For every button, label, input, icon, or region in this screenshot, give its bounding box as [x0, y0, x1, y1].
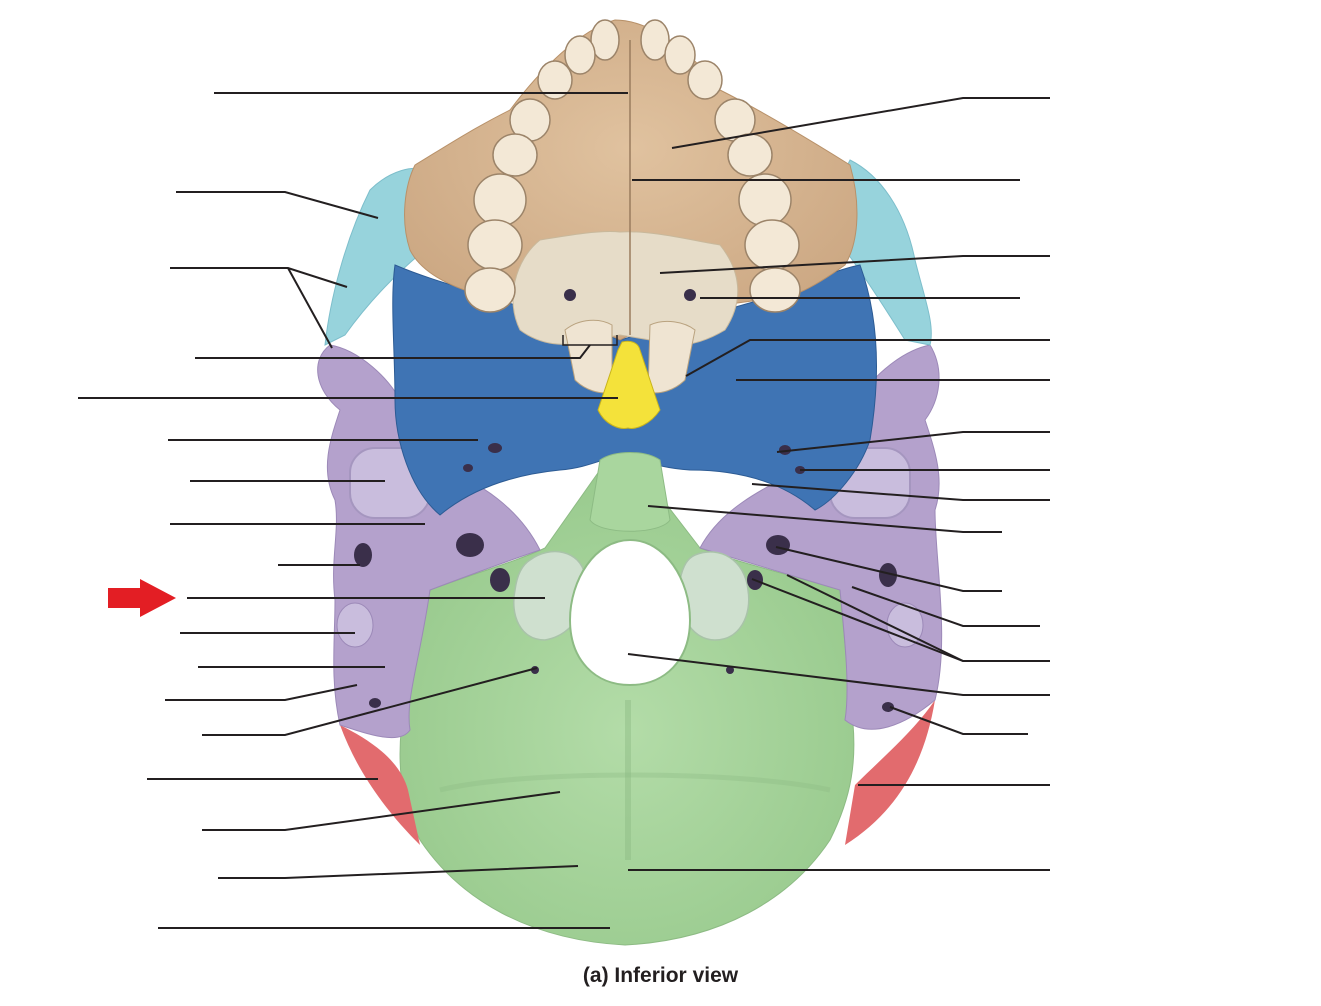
left-maxillary-teeth: [464, 19, 620, 313]
figure-caption: (a) Inferior view: [582, 964, 739, 987]
choana-bracket: [562, 335, 618, 346]
leader-line-right-13b: [786, 574, 964, 662]
leader-line-right-7: [776, 431, 1050, 453]
leader-line-left-4: [195, 344, 591, 359]
leader-line-left-3b: [287, 267, 333, 349]
right-choana: [647, 320, 696, 394]
leader-line-right-10: [647, 505, 1002, 533]
leader-line-right-15: [889, 706, 1028, 735]
basilar-occipital: [589, 452, 671, 532]
left-occipital-condyle: [513, 550, 587, 641]
right-occipital-condyle: [678, 551, 750, 641]
left-mastoid-process: [336, 602, 374, 648]
leader-line-left-17: [218, 865, 579, 879]
leader-line-left-14: [202, 667, 538, 736]
palatine-bones: [512, 231, 739, 346]
leader-line-right-9: [751, 483, 1050, 501]
right-leader-lines: [627, 97, 1050, 871]
right-parietal-bone: [845, 700, 935, 845]
right-maxillary-teeth: [640, 19, 801, 313]
left-zygomatic-bone: [324, 167, 426, 346]
cranial-foramina: [354, 289, 897, 712]
leader-line-left-13: [165, 684, 358, 701]
superior-nuchal-line: [439, 772, 831, 793]
leader-line-right-12: [851, 586, 1040, 627]
leader-line-left-2: [176, 191, 379, 219]
skull-bones: [317, 19, 943, 946]
vomer: [597, 340, 661, 429]
left-leader-lines: [78, 92, 628, 929]
leader-line-right-14: [627, 653, 1050, 696]
leader-line-left-3: [170, 267, 348, 288]
foramen-magnum: [568, 538, 692, 687]
leader-line-right-11: [775, 546, 1002, 592]
leader-line-left-16: [202, 791, 561, 831]
leader-line-right-1: [671, 97, 1050, 149]
red-arrow-icon: [108, 579, 176, 617]
leader-line-right-5: [685, 339, 1050, 377]
leader-line-right-3: [659, 255, 1050, 274]
